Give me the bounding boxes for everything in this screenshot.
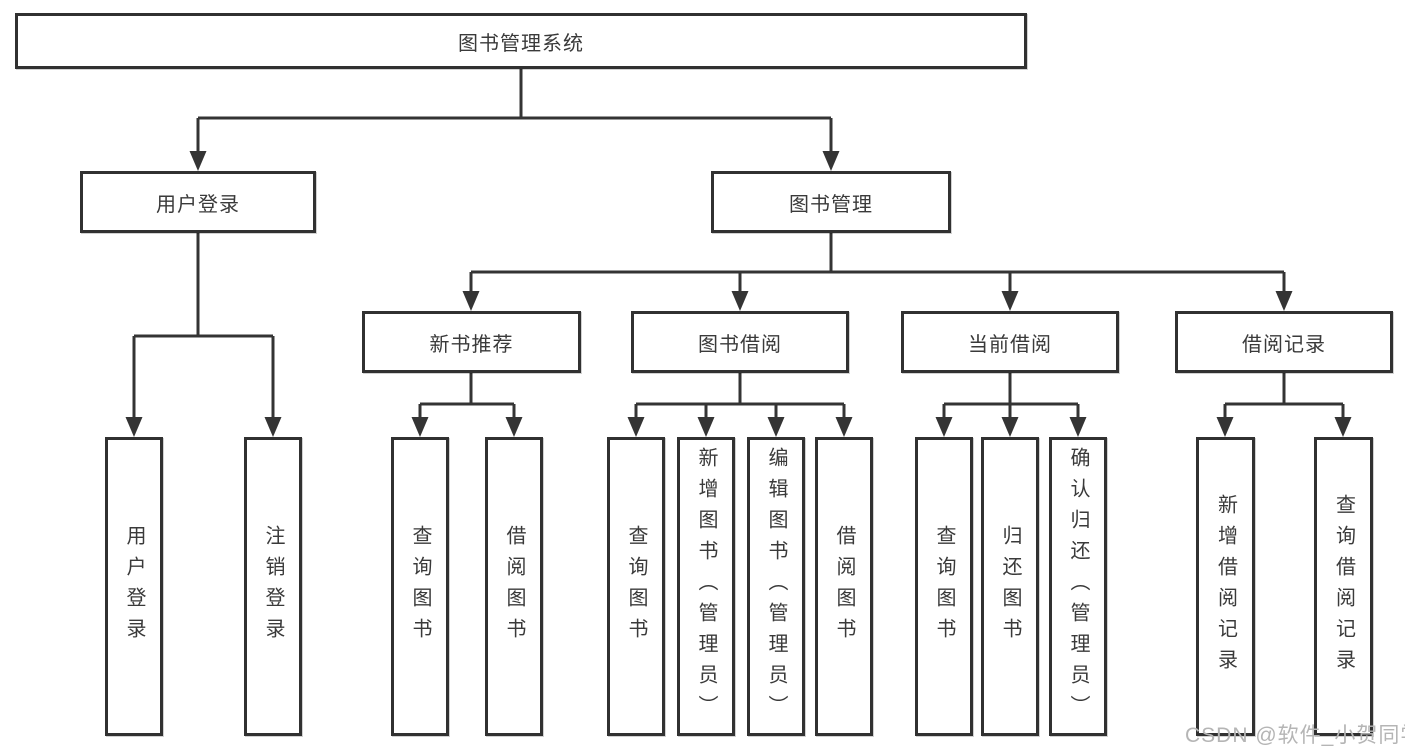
leaf-edit-book-admin: 编辑图书（管理员） (747, 437, 805, 736)
leaf-logout: 注销登录 (244, 437, 302, 736)
node-root-label: 图书管理系统 (458, 32, 584, 55)
leaf-add-book-admin-label: 新增图书（管理员） (695, 447, 717, 726)
connector-new-book-recommend (418, 373, 516, 419)
leaf-add-book-admin: 新增图书（管理员） (677, 437, 735, 736)
node-borrow-records-label: 借阅记录 (1242, 333, 1326, 356)
connector-book-management (469, 233, 1286, 293)
leaf-user-login-label: 用户登录 (123, 524, 145, 649)
leaf-add-borrow-record: 新增借阅记录 (1196, 437, 1255, 736)
leaf-borrow-book-label: 借阅图书 (833, 524, 855, 649)
leaf-current-query-books: 查询图书 (915, 437, 973, 736)
leaf-recommend-borrow-books-label: 借阅图书 (503, 524, 525, 649)
node-new-book-recommend-label: 新书推荐 (429, 333, 514, 356)
leaf-confirm-return-admin-label: 确认归还（管理员） (1067, 447, 1089, 726)
leaf-recommend-borrow-books: 借阅图书 (485, 437, 543, 736)
connector-book-borrow (634, 373, 846, 419)
node-current-borrow-label: 当前借阅 (968, 333, 1052, 356)
leaf-user-login: 用户登录 (105, 437, 163, 736)
node-book-management: 图书管理 (711, 171, 951, 233)
leaf-query-borrow-record-label: 查询借阅记录 (1332, 493, 1355, 680)
leaf-edit-book-admin-label: 编辑图书（管理员） (765, 447, 787, 726)
node-book-management-label: 图书管理 (789, 193, 873, 216)
node-book-borrow: 图书借阅 (631, 311, 849, 373)
node-current-borrow: 当前借阅 (901, 311, 1119, 373)
leaf-add-borrow-record-label: 新增借阅记录 (1214, 493, 1237, 680)
csdn-watermark: CSDN @软件_小贺同学 (1185, 724, 1405, 747)
leaf-borrow-query-books: 查询图书 (607, 437, 665, 736)
node-borrow-records: 借阅记录 (1175, 311, 1393, 373)
leaf-return-book: 归还图书 (981, 437, 1039, 736)
node-book-borrow-label: 图书借阅 (698, 333, 782, 356)
leaf-recommend-query-books: 查询图书 (391, 437, 449, 736)
leaf-recommend-query-books-label: 查询图书 (409, 524, 431, 649)
connector-borrow-records (1223, 373, 1345, 419)
leaf-query-borrow-record: 查询借阅记录 (1314, 437, 1373, 736)
node-user-login: 用户登录 (80, 171, 316, 233)
leaf-logout-label: 注销登录 (262, 524, 284, 649)
node-user-login-label: 用户登录 (156, 193, 240, 216)
leaf-return-book-label: 归还图书 (999, 524, 1021, 649)
node-root: 图书管理系统 (15, 13, 1027, 69)
connector-current-borrow (942, 373, 1080, 419)
node-new-book-recommend: 新书推荐 (362, 311, 581, 373)
connector-root (196, 69, 833, 153)
arrowheads (125, 151, 1352, 437)
leaf-borrow-book: 借阅图书 (815, 437, 873, 736)
leaf-confirm-return-admin: 确认归还（管理员） (1049, 437, 1107, 736)
connector-user-login (132, 233, 275, 419)
leaf-current-query-books-label: 查询图书 (933, 524, 955, 649)
leaf-borrow-query-books-label: 查询图书 (625, 524, 647, 649)
